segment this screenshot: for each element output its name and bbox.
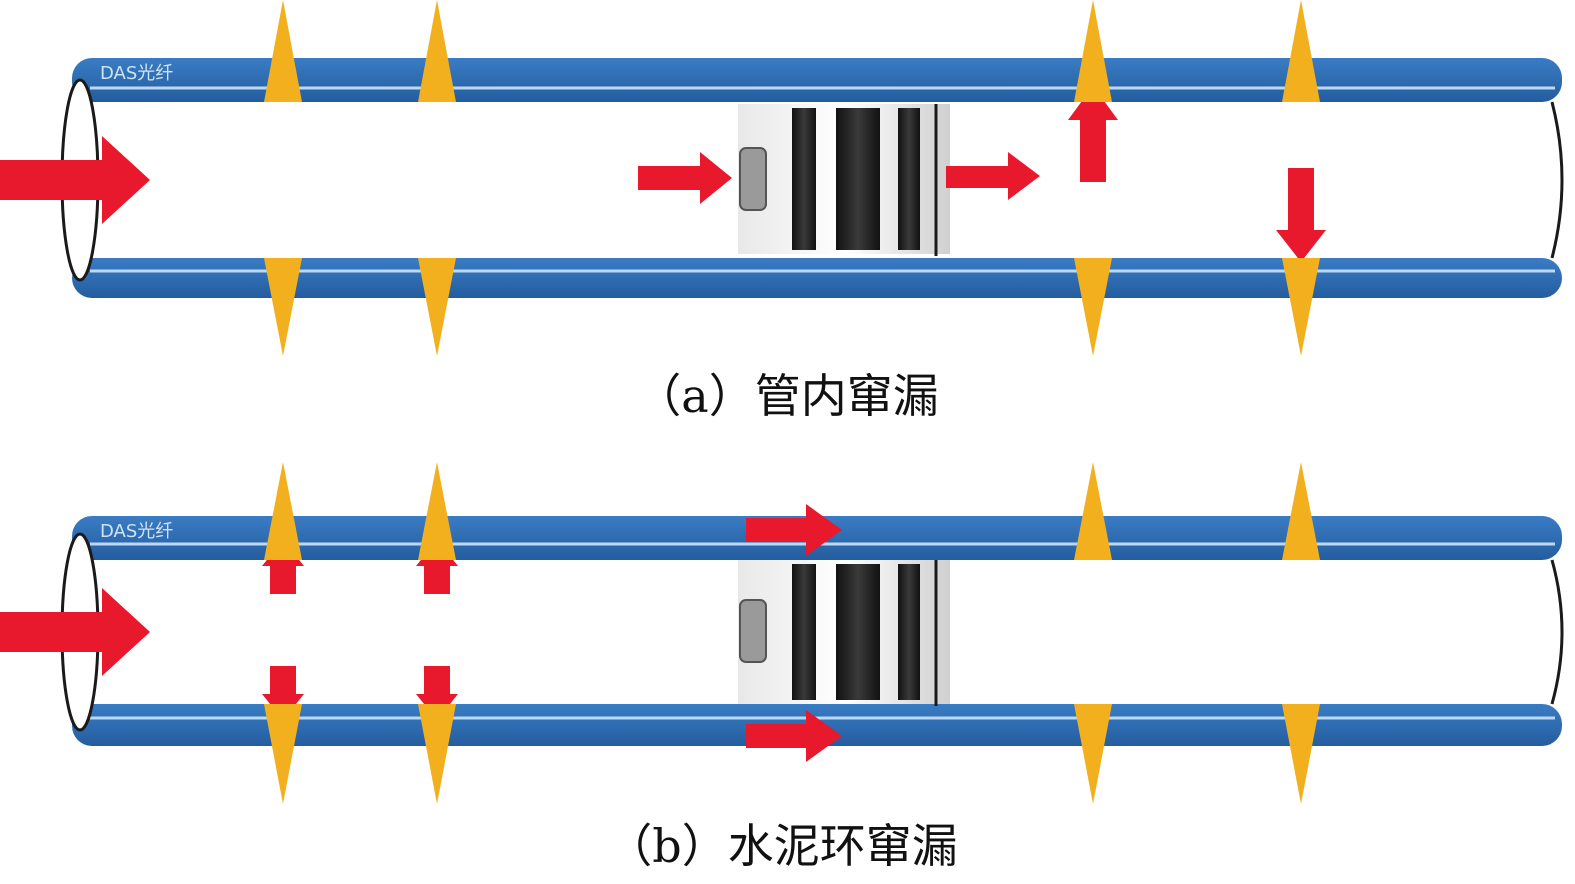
flow-arrows-a — [0, 86, 1326, 262]
signal-spike-down — [1282, 258, 1320, 356]
signal-spike-up — [1074, 462, 1112, 560]
signal-spikes-a — [264, 0, 1320, 356]
packer-band — [836, 108, 880, 250]
panel-b-caption: （b）水泥环窜漏 — [606, 819, 957, 873]
packer-band — [836, 564, 880, 700]
signal-spike-up — [264, 462, 302, 560]
signal-spike-down — [1074, 258, 1112, 356]
signal-spikes-b — [264, 462, 1320, 804]
signal-spike-down — [418, 258, 456, 356]
signal-spike-up — [418, 462, 456, 560]
signal-spike-up — [418, 0, 456, 102]
flow-arrow-up — [1068, 86, 1118, 182]
signal-spike-up — [1282, 462, 1320, 560]
signal-spike-down — [1282, 704, 1320, 804]
signal-spike-up — [264, 0, 302, 102]
annulus-arrow-right — [746, 504, 842, 556]
pipe-end — [1550, 101, 1564, 259]
signal-spike-up — [1074, 0, 1112, 102]
fiber-label: DAS光纤 — [100, 521, 173, 542]
flow-arrow-right — [946, 152, 1040, 200]
pipe-end — [1550, 559, 1564, 705]
fiber-label: DAS光纤 — [100, 63, 173, 84]
flow-arrow-right — [638, 152, 732, 204]
signal-spike-down — [1074, 704, 1112, 804]
packer-nose — [739, 147, 767, 211]
packer-tool — [738, 560, 950, 706]
panel-a-caption: （a）管内窜漏 — [635, 369, 938, 423]
packer-tool — [738, 104, 950, 256]
packer-nose — [739, 599, 767, 663]
packer-band — [898, 564, 920, 700]
annulus-arrow-right — [746, 710, 842, 762]
packer-band — [792, 564, 816, 700]
panel-a: DAS光纤 （a） — [0, 0, 1564, 423]
panel-b: DAS光纤 （b）水 — [0, 462, 1564, 873]
signal-spike-down — [264, 258, 302, 356]
signal-spike-up — [1282, 0, 1320, 102]
packer-band — [792, 108, 816, 250]
flow-arrow-down — [1276, 168, 1326, 262]
signal-spike-down — [264, 704, 302, 804]
signal-spike-down — [418, 704, 456, 804]
inflow-arrow — [0, 588, 150, 676]
packer-band — [898, 108, 920, 250]
inflow-arrow — [0, 136, 150, 224]
